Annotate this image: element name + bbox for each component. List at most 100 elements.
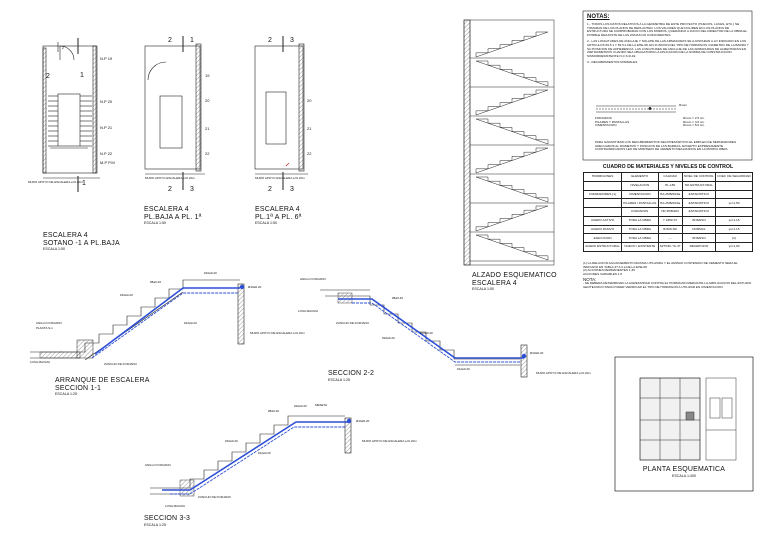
elevation-drawing — [463, 19, 555, 266]
notes-title: NOTAS: — [587, 14, 610, 20]
materials-cell: ACERO ESTRUCTURAL — [582, 242, 623, 253]
key-plan-title: PLANTA ESQUEMATICA — [642, 466, 726, 473]
plan-view-3 — [254, 36, 308, 190]
materials-cell: TODA LA OBRA — [621, 224, 659, 235]
plan1-level-1: N.P 19 — [100, 56, 113, 61]
section2-rebar-3: #12ø0.20 — [457, 367, 470, 371]
elevation-title-block: ALZADO ESQUEMATICO ESCALERA 4 ESCALA 1:5… — [472, 272, 557, 291]
elevation-subtitle: ESCALERA 4 — [472, 279, 517, 287]
plan1-mark-a: 2 — [62, 46, 64, 50]
section1-zuncho-label: ZUNCHO DE FORJADO — [104, 362, 137, 366]
plan2-title: ESCALERA 4 — [144, 206, 189, 213]
section3-title-block: SECCION 3-3 ESCALA 1:25 — [144, 515, 190, 527]
materials-cell: B-500-SD — [657, 224, 683, 235]
materials-nota-title: NOTA: — [583, 277, 597, 283]
cover-sketch — [596, 105, 676, 113]
plan3-level-3: 22 — [307, 151, 312, 156]
materials-cell: NIVELACION — [621, 180, 659, 191]
section2-title-block: SECCION 2-2 ESCALA 1:25 — [328, 370, 374, 382]
notes-frame — [582, 10, 753, 161]
cover-row-label: FORJADOS — [595, 116, 612, 120]
materials-cell: NUEVO / EXISTENTE — [621, 242, 659, 253]
section2-zuncho-label: ZUNCHO DE FORJADO — [336, 321, 369, 325]
elevation-scale: ESCALA 1:50 — [472, 287, 494, 291]
note-1: 1.- TODOS LOS DATOS RELATIVOS A LA GEOME… — [587, 22, 748, 37]
plan2-level-4: 22 — [205, 151, 210, 156]
elevation-title: ALZADO ESQUEMATICO — [472, 272, 557, 279]
section1-rebar-3: #12ø0.20 — [184, 321, 197, 325]
materials-nota-text: - SE DEBERA DETERMINAR LA AGRESIVIDAD CO… — [583, 281, 752, 289]
materials-cell: ESTADISTICO — [681, 189, 717, 200]
note-3: 3.- RECUBRIMIENTOS MINIMALES — [587, 60, 638, 65]
key-plan-scale: ESCALA 1:400 — [672, 473, 696, 478]
section2-losa-label: LOSA MACIZA — [298, 309, 319, 313]
cover-row: CIMENTACION Rnom = 5.0 cm. — [595, 124, 705, 128]
plan1-scale: ESCALA 1:50 — [43, 247, 65, 251]
section2-rebar-1: #8ø0.20 — [392, 296, 404, 300]
section-2-drawing — [320, 289, 528, 378]
section3-muro-label: MURO APOYO DE ESCALERA e=0.20m — [362, 439, 417, 443]
materials-cell — [715, 189, 753, 200]
cover-row-label: CIMENTACION — [595, 123, 617, 128]
section3-rebar-3: #12ø0.20 — [258, 451, 271, 455]
plan1-mark-b: 1 — [80, 72, 84, 79]
materials-cell: NO ESTRUCTURAL — [681, 180, 717, 191]
materials-cell: HA-25/B/20/IIa — [657, 198, 683, 209]
plan1-level-5: M.P P.M — [100, 160, 115, 165]
section2-rebar-4: #16ø0.20 — [382, 336, 395, 340]
materials-cell: INTENSO — [681, 215, 717, 226]
plan3-mark-b: 3 — [290, 37, 294, 44]
key-plan-frame — [614, 356, 754, 492]
plan1-title: ESCALERA 4 — [43, 232, 88, 239]
plan1-level-2: N.P 20 — [100, 99, 113, 104]
materials-cell: RECEPCION — [681, 242, 717, 253]
section1-rebar-1: #8ø0.20 — [150, 280, 162, 284]
cover-row-value: Rnom = 5.0 cm. — [683, 123, 705, 128]
materials-cell: PILARES / PANTALLAS — [621, 198, 659, 209]
section2-title: SECCION 2-2 — [328, 370, 375, 377]
materials-cell: NORMAL — [681, 224, 717, 235]
plan1-level-4: N.P 22 — [100, 151, 113, 156]
materials-cell: --- — [657, 233, 683, 244]
plan2-mark-b: 1 — [190, 37, 194, 44]
key-plan-title-block: PLANTA ESQUEMATICA ESCALA 1:400 — [615, 466, 753, 478]
materials-cell — [715, 207, 753, 217]
materials-footnotes: (1) LA RELACION AGUA/CEMENTO MAXIMA UTIL… — [583, 261, 753, 290]
plan3-level-1: 20 — [307, 98, 312, 103]
section1-planta-label: PLANTA S-1 — [36, 326, 53, 330]
section1-rebar-4: #16ø0.20 — [120, 293, 133, 297]
section1-scale: ESCALA 1:25 — [55, 392, 77, 396]
plan1-subtitle: SOTANO -1 A PL.BAJA — [43, 239, 120, 247]
materials-cell: CIMENTACION — [621, 189, 659, 200]
materials-cell: ESTADISTICO — [681, 198, 717, 209]
cover-sketch-label: Rnom — [679, 103, 688, 107]
materials-cell: S275JR / St 37 — [657, 242, 683, 253]
materials-header-cell: HORMIGONES — [582, 172, 623, 182]
section1-rebar-5: Ø10ø0.20 — [248, 285, 262, 289]
section1-anillo-label: ANILLO FORJADO — [36, 321, 62, 325]
section2-rebar-5: Ø10ø0.20 — [530, 351, 544, 355]
plan1-title-block: ESCALERA 4 SOTANO -1 A PL.BAJA ESCALA 1:… — [43, 232, 120, 251]
plan1-mark-c: 2 — [46, 73, 50, 80]
section1-title: ARRANQUE DE ESCALERA — [55, 377, 150, 384]
plan1-wall-note: MURO APOYO DE ESCALERA e=0.20m — [28, 180, 83, 184]
section2-muro-label: MURO APOYO DE ESCALERA e=0.20m — [536, 371, 591, 375]
section3-zuncho-label: ZUNCHO DE FORJADO — [198, 495, 231, 499]
section3-scale: ESCALA 1:25 — [144, 522, 166, 527]
materials-title: CUADRO DE MATERIALES Y NIVELES DE CONTRO… — [602, 164, 734, 170]
section1-losa-label: LOSA MACIZA — [30, 360, 51, 364]
section3-rebar-1: #8ø0.20 — [268, 409, 280, 413]
plan2-wall-note: MURO APOYO ESCALERA e=0.20m — [145, 176, 195, 180]
plan2-mark-a: 2 — [168, 37, 172, 44]
plan2-mark-c: 2 — [168, 186, 172, 193]
section3-title: SECCION 3-3 — [144, 515, 191, 522]
materials-header-cell: NIVEL DE CONTROL — [681, 172, 717, 182]
materials-cell: γs=1,15 — [715, 224, 753, 235]
materials-cell: HA-25/B/20/IIa — [657, 189, 683, 200]
notes-footer: PARA GARANTIZAR LOS RECUBRIMIENTOS SEA P… — [595, 140, 737, 152]
